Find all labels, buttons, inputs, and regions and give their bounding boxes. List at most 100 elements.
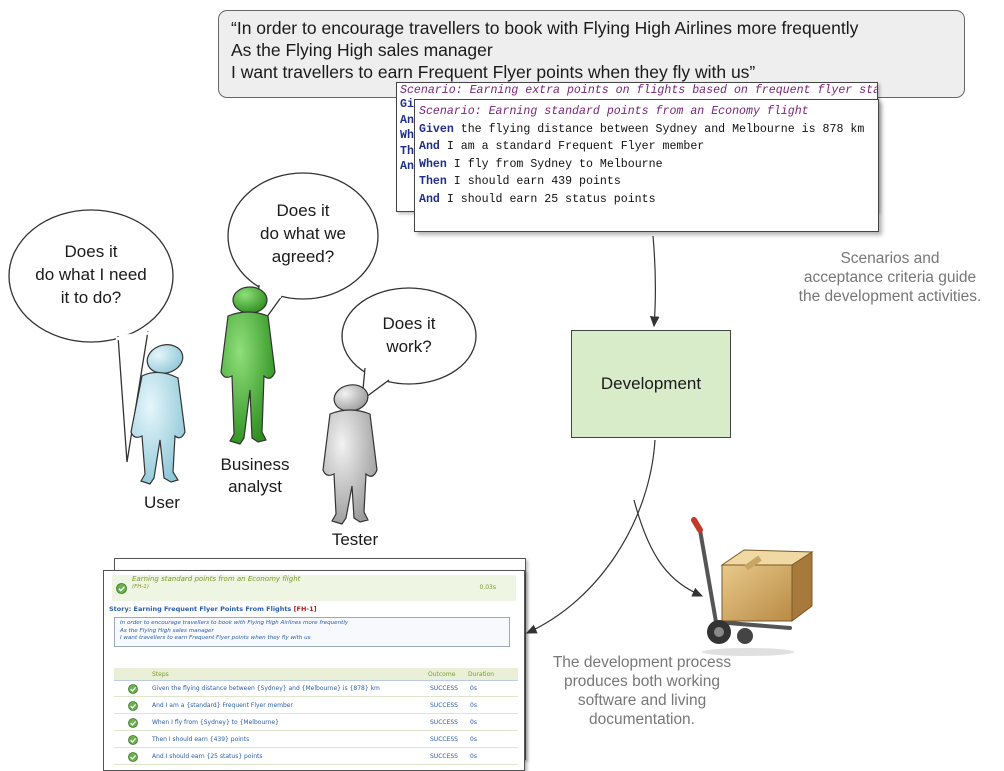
development-label: Development: [600, 374, 702, 393]
header-duration: Duration: [468, 671, 495, 678]
bubble-line: it to do?: [60, 288, 122, 307]
arrow-development-to-documentation: [525, 439, 656, 634]
bubble-line: Does it: [64, 242, 118, 261]
narrative-line: In order to encourage travellers to book…: [120, 620, 349, 626]
step-outcome: SUCCESS: [430, 753, 458, 760]
caption-line: The development process: [552, 654, 732, 671]
scenarios-caption: Scenarios and acceptance criteria guide …: [776, 249, 1004, 306]
bubble-line: Does it: [382, 314, 436, 333]
step-keyword: Then: [419, 175, 447, 188]
caption-line: software and living: [577, 692, 707, 709]
step-text: I fly from Sydney to Melbourne: [446, 157, 663, 171]
story-line: As the Flying High sales manager: [231, 40, 493, 60]
table-row: When I fly from {Sydney} to {Melbourne} S…: [114, 716, 518, 731]
scenario-stub: Gi: [400, 98, 414, 111]
scenario-title: Scenario: Earning standard points from a…: [419, 105, 809, 118]
development-box: Development: [571, 330, 731, 438]
caption-line: the development activities.: [798, 288, 982, 305]
step-text: the flying distance between Sydney and M…: [453, 122, 865, 136]
bubble-text-user: Does it do what I need it to do?: [9, 240, 173, 309]
hand-truck-with-box-icon: [691, 517, 814, 656]
label-line: Business: [220, 455, 290, 474]
report-scenario-tag: (FH-1): [132, 584, 150, 590]
report-scenario-row: Earning standard points from an Economy …: [112, 575, 516, 601]
scenario-step: Then I should earn 439 points: [419, 173, 874, 191]
scenario-step: When I fly from Sydney to Melbourne: [419, 156, 874, 174]
bubble-text-analyst: Does it do what we agreed?: [228, 199, 378, 268]
living-documentation-report: Earning standard points from an Economy …: [103, 570, 525, 771]
header-steps: Steps: [152, 671, 169, 678]
table-row: Given the flying distance between {Sydne…: [114, 682, 518, 697]
arrow-development-to-software: [633, 499, 704, 597]
step-duration: 0s: [470, 753, 477, 760]
narrative-line: I want travellers to earn Frequent Flyer…: [120, 635, 311, 641]
report-scenario-duration: 0.03s: [479, 584, 497, 591]
check-icon: [128, 752, 138, 762]
step-keyword: Given: [419, 122, 454, 136]
caption-line: acceptance criteria guide: [803, 269, 977, 286]
label-user: User: [144, 493, 180, 512]
narrative-line: As the Flying High sales manager: [120, 627, 214, 634]
step-duration: 0s: [470, 702, 477, 709]
report-scenario-name: Earning standard points from an Economy …: [132, 575, 301, 583]
step-text: I am a standard Frequent Flyer member: [439, 140, 705, 153]
check-icon: [116, 583, 127, 594]
label-tester: Tester: [331, 530, 379, 549]
arrow-scenarios-to-development: [649, 235, 660, 328]
step-outcome: SUCCESS: [430, 736, 458, 743]
caption-line: documentation.: [589, 711, 695, 728]
tester-figure: [322, 384, 378, 525]
bubble-line: do what I need: [35, 265, 147, 284]
story-line: “In order to encourage travellers to boo…: [231, 18, 859, 38]
bubble-line: work?: [386, 337, 432, 356]
step-duration: 0s: [470, 719, 477, 726]
check-icon: [128, 701, 138, 711]
step-outcome: SUCCESS: [430, 685, 458, 692]
speech-bubble-user: [8, 209, 174, 464]
step-duration: 0s: [470, 685, 477, 692]
report-story-title: Story: Earning Frequent Flyer Points Fro…: [109, 605, 317, 613]
table-row: And I am a {standard} Frequent Flyer mem…: [114, 699, 518, 714]
step-text: Then I should earn {439} points: [152, 736, 250, 743]
step-outcome: SUCCESS: [430, 719, 458, 726]
check-icon: [128, 684, 138, 694]
step-text: I should earn 25 status points: [439, 192, 656, 206]
table-row: And I should earn {25 status} points SUCC…: [114, 750, 518, 765]
label-line: analyst: [228, 477, 282, 496]
bubble-line: Does it: [276, 201, 330, 220]
scenario-stub: An: [400, 113, 414, 127]
table-row: Then I should earn {439} points SUCCESS 0s: [114, 733, 518, 748]
step-keyword: And: [419, 140, 440, 153]
step-text: And I should earn {25 status} points: [152, 753, 263, 760]
user-figure: [130, 344, 186, 485]
bubble-line: agreed?: [271, 247, 335, 266]
step-keyword: When: [419, 157, 447, 171]
report-narrative: In order to encourage travellers to book…: [114, 617, 510, 647]
bubble-line: do what we: [260, 224, 346, 243]
step-text: Given the flying distance between {Sydne…: [152, 685, 380, 692]
scenario-card-standard-points: Scenario: Earning standard points from a…: [414, 99, 879, 232]
step-outcome: SUCCESS: [430, 702, 458, 709]
label-business-analyst: Business analyst: [200, 454, 310, 498]
caption-line: produces both working: [564, 673, 720, 690]
check-icon: [128, 718, 138, 728]
caption-line: Scenarios and: [840, 250, 940, 267]
scenario-step: And I should earn 25 status points: [419, 191, 874, 209]
analyst-figure: [220, 286, 276, 445]
process-caption: The development process produces both wo…: [527, 653, 757, 729]
speech-bubble-tester: [341, 287, 477, 402]
story-line: I want travellers to earn Frequent Flyer…: [231, 62, 756, 82]
scenario-step: And I am a standard Frequent Flyer membe…: [419, 138, 874, 156]
step-keyword: And: [419, 192, 440, 206]
story-title-text: Story: Earning Frequent Flyer Points Fro…: [109, 605, 294, 613]
step-text: I should earn 439 points: [446, 175, 621, 188]
scenario-step: Given the flying distance between Sydney…: [419, 121, 874, 139]
scenario-title: Scenario: Earning extra points on flight…: [400, 84, 878, 97]
step-duration: 0s: [470, 736, 477, 743]
bubble-text-tester: Does it work?: [343, 312, 475, 358]
header-outcome: Outcome: [428, 671, 456, 678]
step-text: When I fly from {Sydney} to {Melbourne}: [152, 719, 279, 726]
scenario-stub: An: [400, 160, 414, 173]
story-tag: [FH-1]: [293, 605, 317, 613]
